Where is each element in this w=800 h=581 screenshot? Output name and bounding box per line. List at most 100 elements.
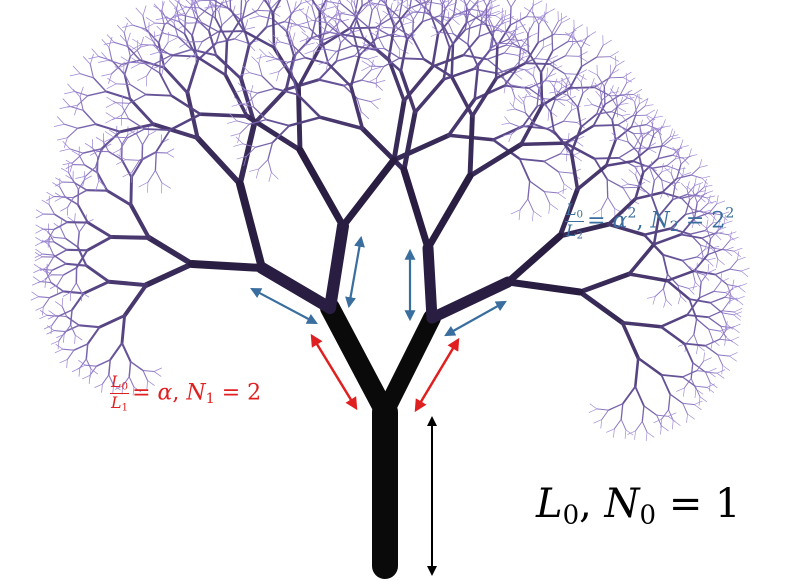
fractal-branch [249, 168, 260, 172]
fractal-branch [577, 73, 587, 80]
fractal-branch [146, 235, 195, 267]
fractal-branch [53, 330, 66, 333]
fractal-branch [666, 158, 676, 167]
fractal-branch [667, 412, 677, 417]
fractal-branch [649, 169, 655, 182]
fractal-branch [128, 97, 155, 126]
fractal-branch [693, 404, 702, 411]
fractal-branch [361, 47, 372, 54]
fractal-branch [591, 104, 604, 109]
fractal-branch [48, 310, 56, 316]
fractal-branch [514, 31, 525, 36]
fractal-branch [425, 12, 443, 24]
fractal-branch [336, 0, 340, 8]
fractal-branch [626, 77, 636, 84]
fractal-branch [606, 178, 609, 198]
fractal-branch [362, 42, 372, 49]
fractal-branch [706, 383, 715, 388]
fractal-branch [190, 0, 193, 6]
level2-count-subscript: 2 [669, 218, 679, 235]
fractal-branch [552, 65, 563, 71]
fractal-branch [75, 175, 86, 179]
fractal-branch [564, 55, 580, 57]
fractal-branch [720, 273, 722, 283]
fractal-branch [145, 17, 156, 24]
fractal-branch [693, 318, 698, 336]
fractal-branch [699, 165, 708, 168]
fractal-branch [661, 425, 669, 432]
fractal-branch [546, 120, 565, 130]
fractal-branch [691, 208, 703, 213]
fractal-branch [713, 247, 719, 260]
fractal-branch [105, 90, 132, 101]
fractal-branch [564, 88, 573, 91]
fractal-branch [695, 194, 708, 199]
fractal-branch [733, 311, 742, 318]
fractal-branch [287, 57, 306, 63]
fractal-branch [41, 199, 50, 205]
fractal-branch [486, 58, 502, 72]
fractal-branch [423, 1, 429, 15]
fractal-branch [51, 315, 59, 326]
fractal-branch [398, 57, 425, 61]
fractal-branch [239, 72, 250, 76]
fractal-branch [245, 0, 250, 4]
fractal-branch [268, 0, 271, 7]
fractal-branch [197, 7, 209, 19]
fractal-branch [547, 110, 550, 121]
fractal-branch [35, 228, 44, 234]
fractal-branch [720, 214, 728, 221]
fractal-branch [249, 15, 260, 20]
level1-length-arrow-right [414, 337, 460, 413]
fractal-branch [619, 82, 627, 96]
fractal-branch [185, 5, 195, 12]
fractal-branch [57, 340, 60, 350]
fractal-branch [651, 167, 663, 181]
fractal-branch [123, 71, 131, 85]
fractal-branch [61, 297, 64, 307]
fractal-branch [645, 431, 648, 442]
fractal-branch [514, 108, 526, 114]
fractal-branch [334, 6, 343, 14]
fractal-branch [75, 249, 89, 269]
fractal-branch [328, 22, 338, 31]
fractal-branch [66, 349, 75, 360]
fractal-branch [542, 43, 553, 49]
main-branch [504, 278, 584, 296]
fractal-branch [256, 9, 272, 12]
fractal-branch [318, 1, 329, 6]
fractal-branch [299, 37, 310, 42]
fractal-branch [591, 84, 600, 87]
fractal-branch [700, 272, 709, 283]
fractal-branch [245, 101, 249, 113]
fractal-branch [76, 203, 89, 224]
fractal-branch [588, 70, 598, 76]
fractal-branch [428, 0, 433, 13]
fractal-branch [740, 270, 749, 277]
fractal-branch [514, 96, 523, 104]
fractal-branch [494, 26, 503, 34]
fractal-branch [320, 0, 323, 11]
fractal-branch [313, 39, 323, 51]
fractal-branch [548, 55, 567, 65]
fractal-branch [159, 53, 162, 74]
fractal-branch [361, 0, 363, 7]
fractal-branch [143, 128, 171, 132]
fractal-branch [599, 81, 604, 90]
fractal-branch [600, 419, 603, 429]
fractal-branch [265, 20, 286, 28]
fractal-branch [62, 348, 75, 351]
fractal-branch [129, 61, 145, 64]
fractal-branch [339, 0, 342, 5]
fractal-branch [173, 13, 177, 24]
fractal-branch [696, 256, 708, 261]
fractal-branch [629, 95, 636, 103]
fractal-branch [338, 33, 365, 40]
fractal-branch [161, 0, 164, 12]
fractal-branch [645, 109, 656, 116]
fractal-branch [657, 154, 674, 160]
fractal-branch [669, 128, 673, 138]
fractal-branch [69, 162, 74, 173]
fractal-branch [409, 1, 428, 9]
fractal-branch [179, 41, 189, 48]
